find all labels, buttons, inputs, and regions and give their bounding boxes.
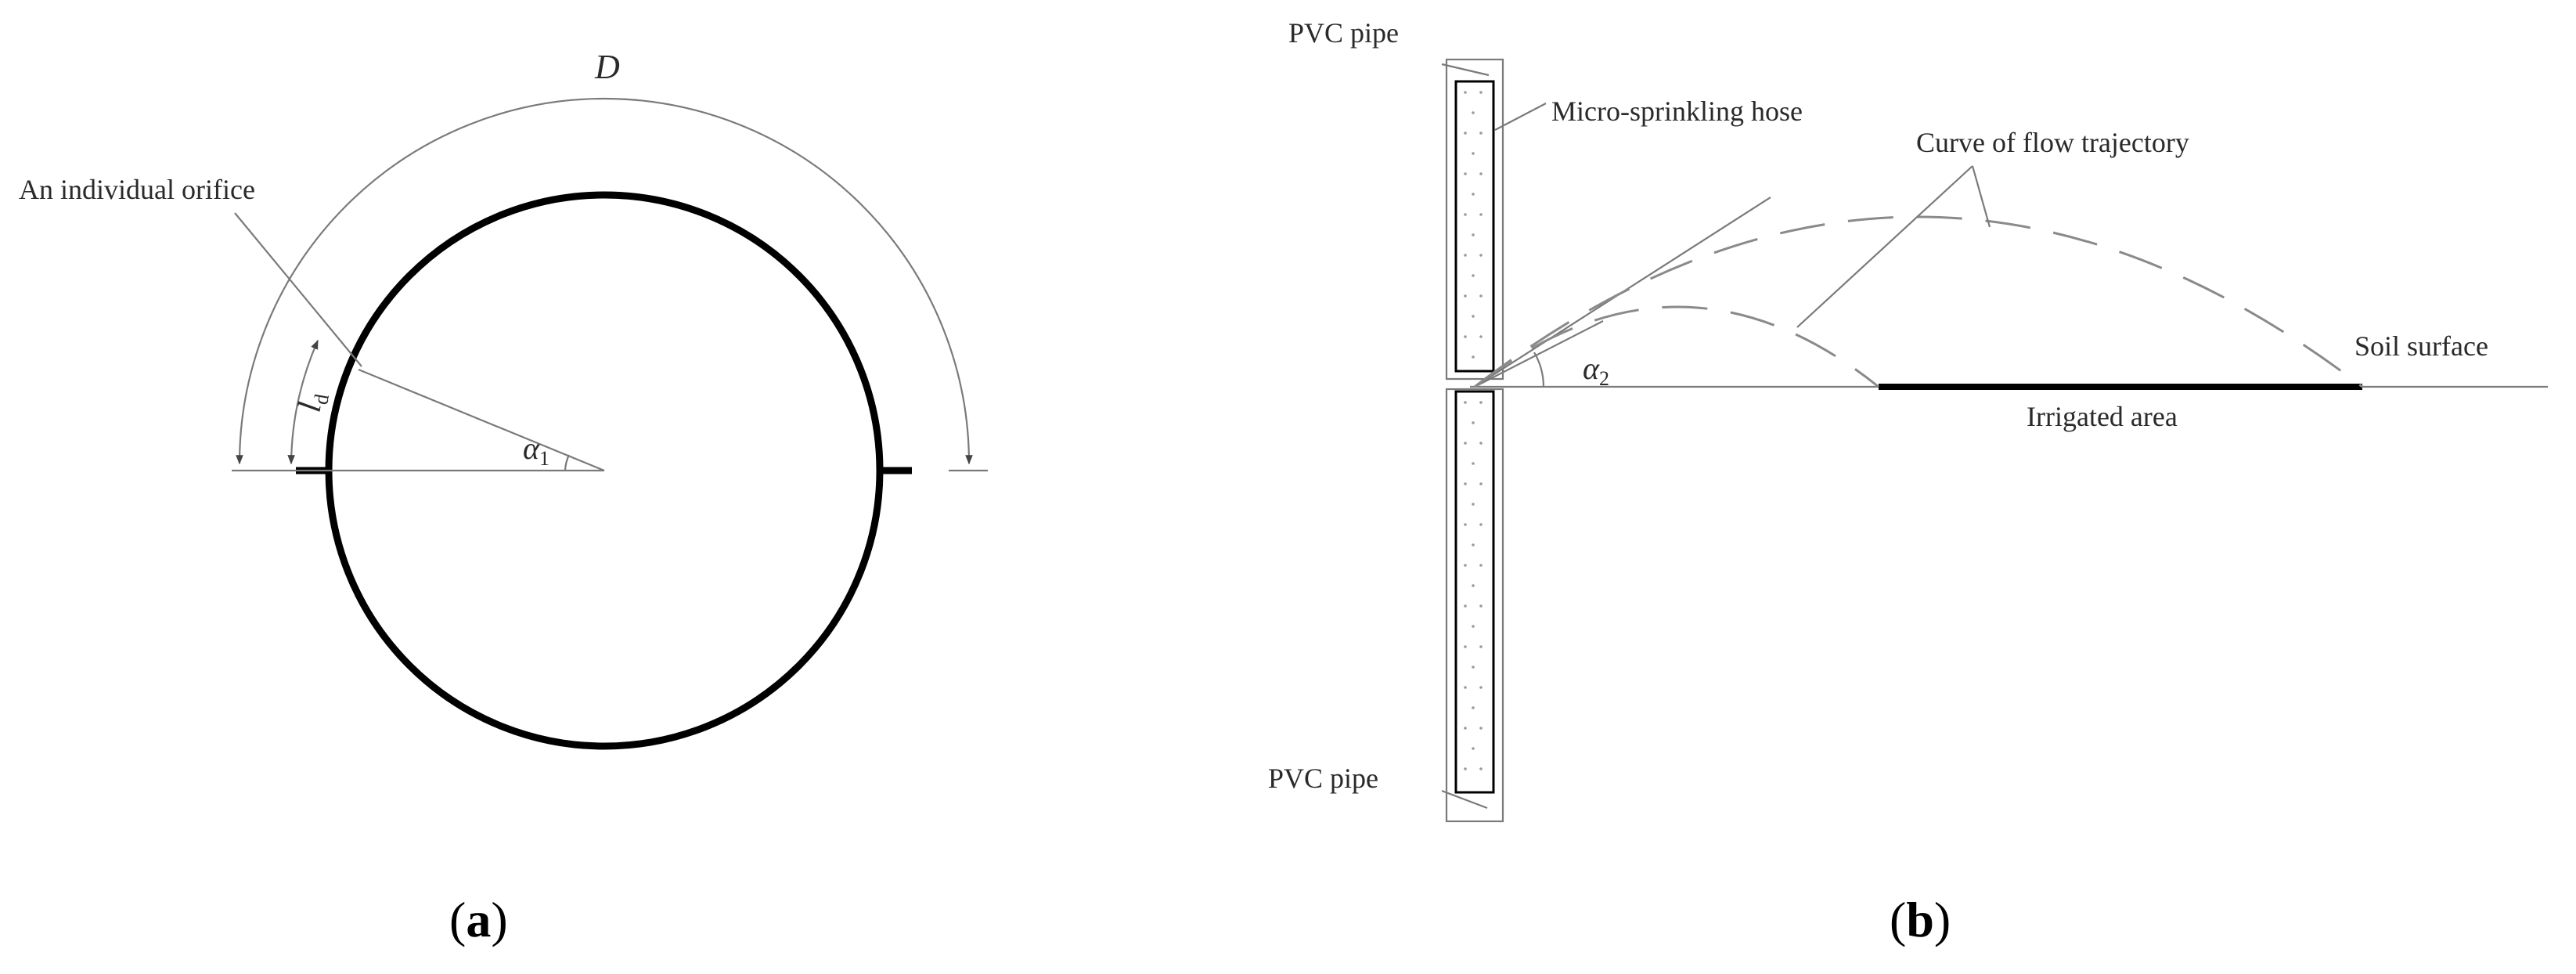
- arc-length-dimension: [287, 339, 319, 465]
- hose-dot: [1464, 523, 1467, 526]
- hose-dot: [1464, 482, 1467, 485]
- pvc-pipe-bottom-label: PVC pipe: [1268, 763, 1378, 794]
- hose-dot: [1464, 294, 1467, 298]
- hose-dot: [1464, 604, 1467, 608]
- pvc-pipe-top: [1445, 58, 1504, 381]
- panel-b: PVC pipe Micro-sprinkling hose Curve of …: [1268, 17, 2548, 947]
- hose-dot: [1479, 401, 1483, 404]
- diameter-arc: [236, 97, 973, 465]
- hose-dot: [1479, 727, 1483, 730]
- angle-alpha1-label: α1: [523, 431, 549, 470]
- hose-dot: [1472, 315, 1475, 318]
- trajectory-label: Curve of flow trajectory: [1916, 127, 2189, 158]
- caption-a: (a): [449, 892, 508, 947]
- hose-segment-bottom: [1454, 390, 1495, 794]
- hose-dot: [1464, 767, 1467, 770]
- hose-dot: [1479, 294, 1483, 298]
- hose-dot: [1464, 172, 1467, 175]
- soil-surface-label: Soil surface: [2354, 330, 2488, 362]
- orifice-leader-line: [234, 212, 362, 367]
- irrigated-area-label: Irrigated area: [2027, 401, 2178, 432]
- hose-dot: [1479, 686, 1483, 689]
- hose-dot: [1472, 584, 1475, 587]
- hose-dot: [1464, 564, 1467, 567]
- trajectory-short: [1474, 305, 1879, 388]
- hose-dot: [1479, 482, 1483, 485]
- hose-dot: [1472, 111, 1475, 114]
- hose-dot: [1479, 213, 1483, 216]
- pvc-bottom-leader: [1441, 789, 1488, 810]
- tangent-line-inner: [1474, 320, 1604, 388]
- hose-dot: [1472, 193, 1475, 196]
- hose-dot: [1479, 604, 1483, 608]
- angle-alpha2-arc: [1533, 352, 1545, 388]
- diameter-symbol: D: [594, 48, 620, 86]
- hose-dot: [1472, 625, 1475, 628]
- hose-dot: [1464, 254, 1467, 257]
- orifice-radius-line: [358, 368, 605, 472]
- hose-dot: [1464, 213, 1467, 216]
- hose-dot: [1464, 132, 1467, 135]
- hose-dot: [1464, 442, 1467, 445]
- hose-dot: [1479, 645, 1483, 648]
- hose-dot: [1479, 335, 1483, 338]
- caption-b: (b): [1890, 892, 1951, 947]
- hose-dot: [1472, 421, 1475, 424]
- hose-dot: [1472, 503, 1475, 506]
- hose-dot: [1464, 335, 1467, 338]
- hose-dot: [1479, 767, 1483, 770]
- pvc-pipe-top-label: PVC pipe: [1288, 17, 1399, 49]
- hose-dot: [1479, 254, 1483, 257]
- hose-dot: [1464, 727, 1467, 730]
- hose-dot: [1479, 523, 1483, 526]
- hose-dot: [1479, 132, 1483, 135]
- hose-label: Micro-sprinkling hose: [1551, 96, 1803, 127]
- hose-dot: [1464, 401, 1467, 404]
- trajectory-leader-1: [1796, 165, 1973, 328]
- hose-dot: [1479, 91, 1483, 94]
- orifice-label: An individual orifice: [19, 174, 255, 205]
- angle-alpha1-arc: [564, 454, 571, 471]
- hose-dot: [1472, 274, 1475, 277]
- panel-a: D An individual orifice ld α1 (a): [19, 48, 988, 947]
- hose-dot: [1472, 233, 1475, 236]
- hose-leader: [1494, 103, 1547, 131]
- angle-alpha2-label: α2: [1583, 351, 1609, 390]
- hose-dot: [1472, 355, 1475, 359]
- hose-dot: [1479, 442, 1483, 445]
- pvc-pipe-bottom: [1445, 388, 1504, 823]
- hose-segment-top: [1454, 80, 1495, 373]
- hose-dot: [1464, 91, 1467, 94]
- pvc-top-leader: [1441, 63, 1490, 77]
- hose-dot: [1472, 543, 1475, 547]
- hose-dot: [1464, 686, 1467, 689]
- hose-dot: [1479, 172, 1483, 175]
- hose-dot: [1472, 706, 1475, 709]
- arc-length-symbol: ld: [292, 389, 334, 415]
- hose-dots-top: [1464, 91, 1483, 359]
- trajectory-leader-2: [1971, 165, 1991, 228]
- hose-dots-bottom: [1464, 401, 1483, 770]
- hose-dot: [1479, 564, 1483, 567]
- hose-dot: [1472, 666, 1475, 669]
- hose-dot: [1464, 645, 1467, 648]
- hose-dot: [1472, 152, 1475, 155]
- hose-dot: [1472, 747, 1475, 750]
- hose-dot: [1472, 462, 1475, 465]
